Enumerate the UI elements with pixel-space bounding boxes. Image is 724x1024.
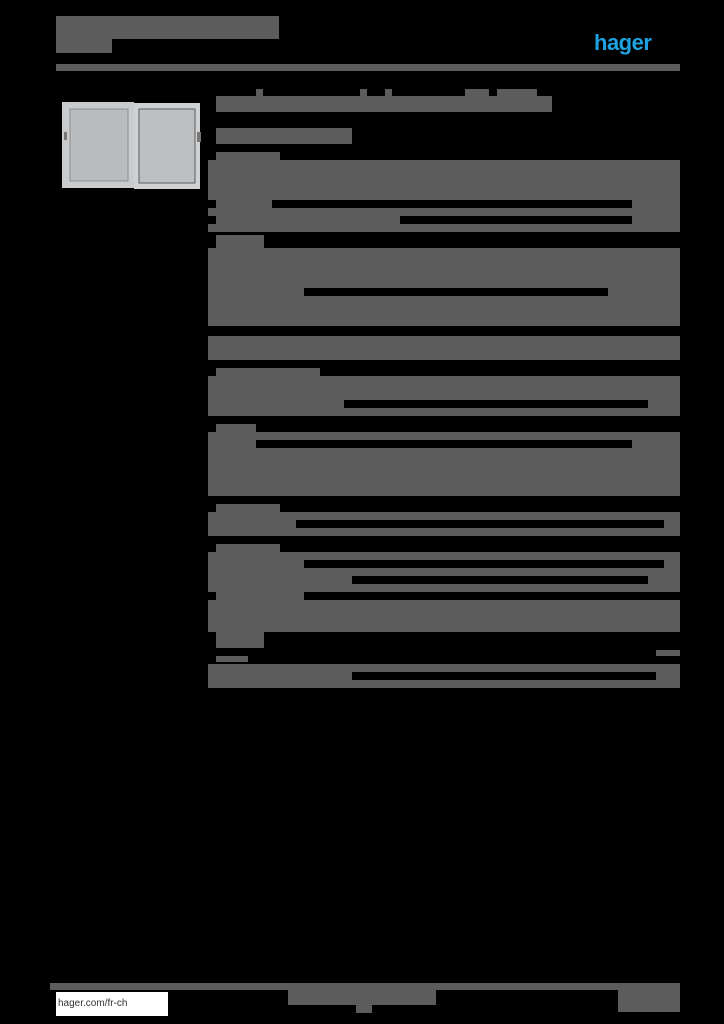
header-rule	[56, 64, 680, 71]
page-number-block	[618, 990, 680, 1012]
footer-center-sub-block	[356, 1005, 372, 1013]
footer-center-block	[288, 990, 436, 1005]
enclosure-cabinet-image	[62, 102, 201, 189]
document-subtitle-block	[56, 39, 112, 53]
footer-rule	[50, 983, 680, 990]
document-title-block	[56, 16, 279, 39]
product-reference	[216, 128, 352, 144]
hager-logo: hager	[594, 30, 652, 55]
website-link[interactable]: hager.com/fr-ch	[56, 992, 168, 1016]
